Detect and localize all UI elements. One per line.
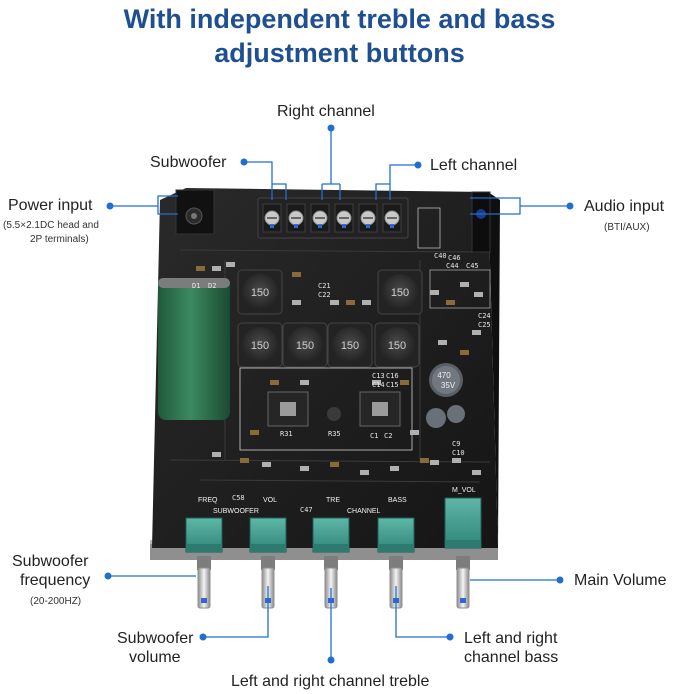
inductor-marking: 150 [341,340,359,352]
inductor: 150 [377,269,423,315]
filter-capacitor [158,278,230,420]
inductor-marking: 150 [251,287,269,299]
silk-c25: C25 [478,321,491,329]
amplifier-chip-right [359,391,401,427]
silk-c15: C15 [386,381,399,389]
label-right-channel: Right channel [277,103,375,120]
callout-line-audio-input [470,197,570,215]
amplifier-chip-left [267,391,309,427]
label-subwoofer-frequency-2: frequency [20,572,91,589]
silk-d1: D1 [192,282,201,290]
silk-c21: C21 [318,282,331,290]
inductor-marking: 150 [251,340,269,352]
label-power-input-note-1: (5.5×2.1DC head and [3,220,99,231]
silk-m-vol: M_VOL [452,487,476,494]
silk-c40: C40 [434,252,447,260]
silk-c46: C46 [448,254,461,262]
silk-r31: R31 [280,430,293,438]
callout-line-left-channel [375,164,418,200]
callout-dots [104,124,574,664]
label-audio-input-note: (BTI/AUX) [604,222,650,233]
inductor: 150 [237,269,283,315]
silk-c44: C44 [446,262,459,270]
potentiometer [312,517,350,609]
inductor-group: 150 150 150 150 150 150 [237,269,423,368]
silk-c2: C2 [384,432,393,440]
callout-line-subwoofer-volume [203,586,269,638]
cap-marking-1: 470 [437,371,451,380]
audio-input-socket [417,191,491,253]
title-line-2: adjustment buttons [214,38,465,68]
silk-subwoofer: SUBWOOFER [213,508,259,515]
inductor-marking: 150 [388,340,406,352]
silk-c47: C47 [300,506,313,514]
label-left-channel: Left channel [430,157,518,174]
silk-c10: C10 [452,449,465,457]
inductor-marking: 150 [391,287,409,299]
potentiometer-group [185,497,482,609]
label-power-input-note-2: 2P terminals) [30,234,89,245]
label-subwoofer-volume-2: volume [129,649,181,666]
callout-line-power-input [110,195,178,215]
silk-c16: C16 [386,372,399,380]
silk-c9: C9 [452,440,461,448]
silk-freq: FREQ [198,497,218,504]
label-subwoofer-volume-1: Subwoofer [117,630,194,647]
silk-c1: C1 [370,432,379,440]
silk-channel: CHANNEL [347,508,381,515]
inductor: 150 [282,322,328,368]
silk-vol: VOL [263,497,278,504]
cap-marking-2: 35V [441,381,456,390]
silk-d2: D2 [208,282,217,290]
small-capacitor: 470 35V [426,363,465,428]
silk-c58: C58 [232,494,245,502]
label-bass-2: channel bass [464,649,559,666]
callout-line-right-channel [321,128,341,200]
title-line-1: With independent treble and bass [123,4,556,34]
potentiometer [185,517,223,609]
silk-c14: C14 [372,381,385,389]
silk-c24: C24 [478,312,491,320]
label-audio-input: Audio input [584,198,665,215]
callout-line-bass [395,586,450,638]
label-subwoofer: Subwoofer [150,154,227,171]
silk-r35: R35 [328,430,341,438]
silk-bass: BASS [388,497,407,504]
speaker-terminal-block [257,197,409,239]
silk-c22: C22 [318,291,331,299]
label-main-volume: Main Volume [574,572,667,589]
silk-c45: C45 [466,262,479,270]
inductor: 150 [374,322,420,368]
dc-power-jack [175,189,215,235]
callout-lines [108,128,570,660]
inductor-marking: 150 [296,340,314,352]
smd-components [196,262,483,475]
silk-c13: C13 [372,372,385,380]
label-subwoofer-frequency-note: (20-200HZ) [30,596,82,607]
inductor: 150 [327,322,373,368]
label-bass-1: Left and right [464,630,558,647]
label-subwoofer-frequency-1: Subwoofer [12,553,89,570]
callout-line-subwoofer [244,161,287,200]
label-power-input: Power input [8,197,93,214]
potentiometer [444,497,482,609]
silk-tre: TRE [326,497,340,504]
label-treble: Left and right channel treble [231,673,430,690]
inductor: 150 [237,322,283,368]
